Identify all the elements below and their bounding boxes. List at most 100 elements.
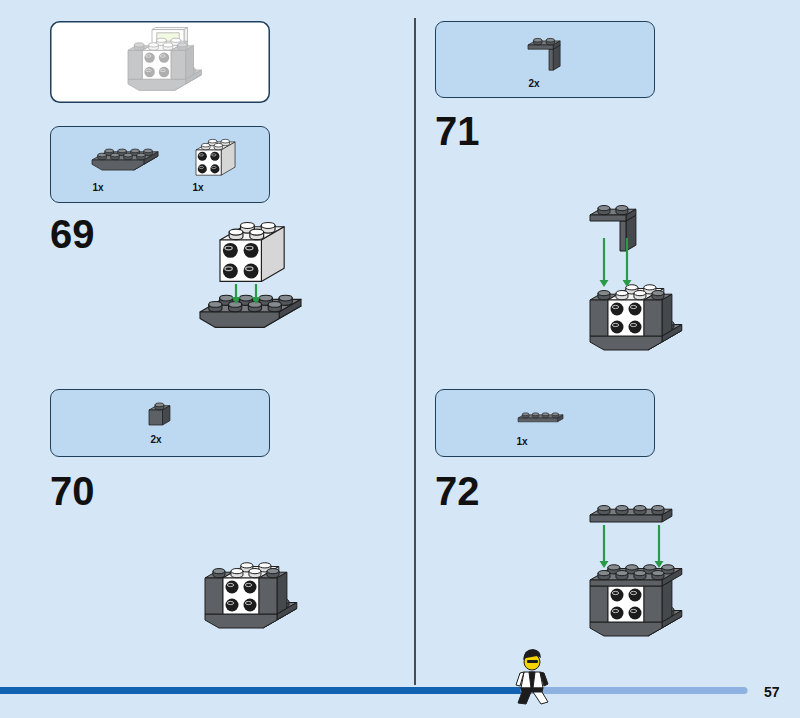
parts-callout: 2x	[435, 21, 655, 98]
arrow-head	[232, 297, 241, 304]
callout-fill	[436, 22, 654, 97]
stud-shine	[199, 166, 203, 168]
stud-top	[634, 506, 646, 511]
quantity-label: 1x	[92, 182, 103, 193]
brick-face	[608, 586, 644, 622]
side-stud	[223, 264, 238, 279]
minifig-arm	[540, 672, 548, 686]
stud-top	[229, 229, 243, 235]
side-stud	[210, 164, 219, 173]
minifig-glasses	[527, 660, 538, 663]
stud-top	[626, 565, 638, 570]
minifig-hips	[521, 688, 543, 692]
stud-top	[608, 565, 620, 570]
stud-top	[157, 38, 167, 42]
stud-shine	[160, 55, 165, 58]
stud-top	[652, 291, 664, 296]
brick-face	[259, 578, 277, 614]
step-model	[200, 295, 301, 327]
brick-face	[608, 300, 644, 336]
stud-shine	[212, 154, 216, 156]
stud-shine	[612, 305, 618, 308]
parts-callout: 1x	[435, 389, 655, 457]
stud-top	[105, 149, 114, 153]
stud-shine	[212, 166, 216, 168]
stud-top	[248, 302, 261, 308]
stud-top	[249, 569, 261, 574]
step-number: 69	[50, 214, 95, 254]
stud-shine	[612, 591, 618, 594]
stud-top	[598, 506, 610, 511]
stud-top	[241, 563, 253, 568]
stud-top	[131, 149, 140, 153]
side-stud	[629, 589, 642, 602]
stud-top	[149, 43, 159, 47]
step-model	[205, 563, 297, 628]
stud-top	[522, 413, 529, 416]
stud-top	[241, 222, 255, 228]
stud-top	[634, 571, 646, 576]
arrow-head	[623, 280, 632, 287]
stud-top	[202, 143, 210, 147]
stud-top	[616, 506, 628, 511]
brick-face	[142, 41, 187, 50]
stud-shine	[199, 154, 203, 156]
brick-face	[149, 410, 163, 425]
stud-top	[652, 571, 664, 576]
stud-top	[137, 153, 146, 157]
stud-shine	[227, 601, 233, 604]
brick-face	[590, 580, 662, 586]
brick-face	[171, 50, 185, 79]
progress-bar	[0, 687, 524, 694]
brick-face	[644, 289, 664, 337]
stud-shine	[225, 267, 232, 271]
arrow-line	[603, 525, 605, 562]
side-stud	[629, 321, 642, 334]
part-icon	[528, 38, 560, 70]
stud-top	[552, 413, 559, 416]
brick-face	[142, 50, 171, 79]
stud-top	[220, 295, 233, 301]
side-stud	[611, 607, 624, 620]
step-number: 70	[50, 471, 95, 511]
brick-face	[590, 586, 608, 622]
stud-shine	[630, 323, 636, 326]
brick-face	[277, 572, 287, 614]
stud-top	[616, 291, 628, 296]
stud-top	[171, 38, 181, 42]
stud-top	[155, 403, 164, 407]
brick-face	[590, 215, 626, 221]
minifig-tie	[529, 672, 535, 688]
stud-shine	[245, 583, 251, 586]
stud-top	[221, 139, 229, 143]
side-stud	[226, 599, 239, 612]
quantity-label: 2x	[528, 78, 539, 89]
side-stud	[611, 303, 624, 316]
stud-shine	[146, 69, 151, 72]
arrow-head	[252, 297, 261, 304]
step-model	[590, 506, 672, 522]
quantity-label: 1x	[516, 436, 527, 447]
callout-fill	[436, 390, 654, 456]
stud-shine	[225, 246, 232, 250]
side-stud	[223, 243, 238, 258]
stud-top	[279, 295, 292, 301]
brick-face	[644, 300, 662, 336]
brick-face	[92, 160, 144, 170]
brick-face	[205, 578, 223, 614]
preview-box	[51, 22, 270, 103]
arrow-line	[658, 525, 660, 562]
side-stud	[226, 581, 239, 594]
arrow-line	[603, 238, 605, 281]
stud-top	[209, 302, 222, 308]
parts-callout: 1x1x	[50, 126, 270, 203]
stud-shine	[245, 601, 251, 604]
brick-face	[590, 336, 662, 350]
brick-face	[261, 227, 284, 282]
stud-top	[134, 43, 144, 47]
stud-top	[208, 139, 216, 143]
side-stud	[611, 589, 624, 602]
brick-face	[662, 580, 672, 622]
